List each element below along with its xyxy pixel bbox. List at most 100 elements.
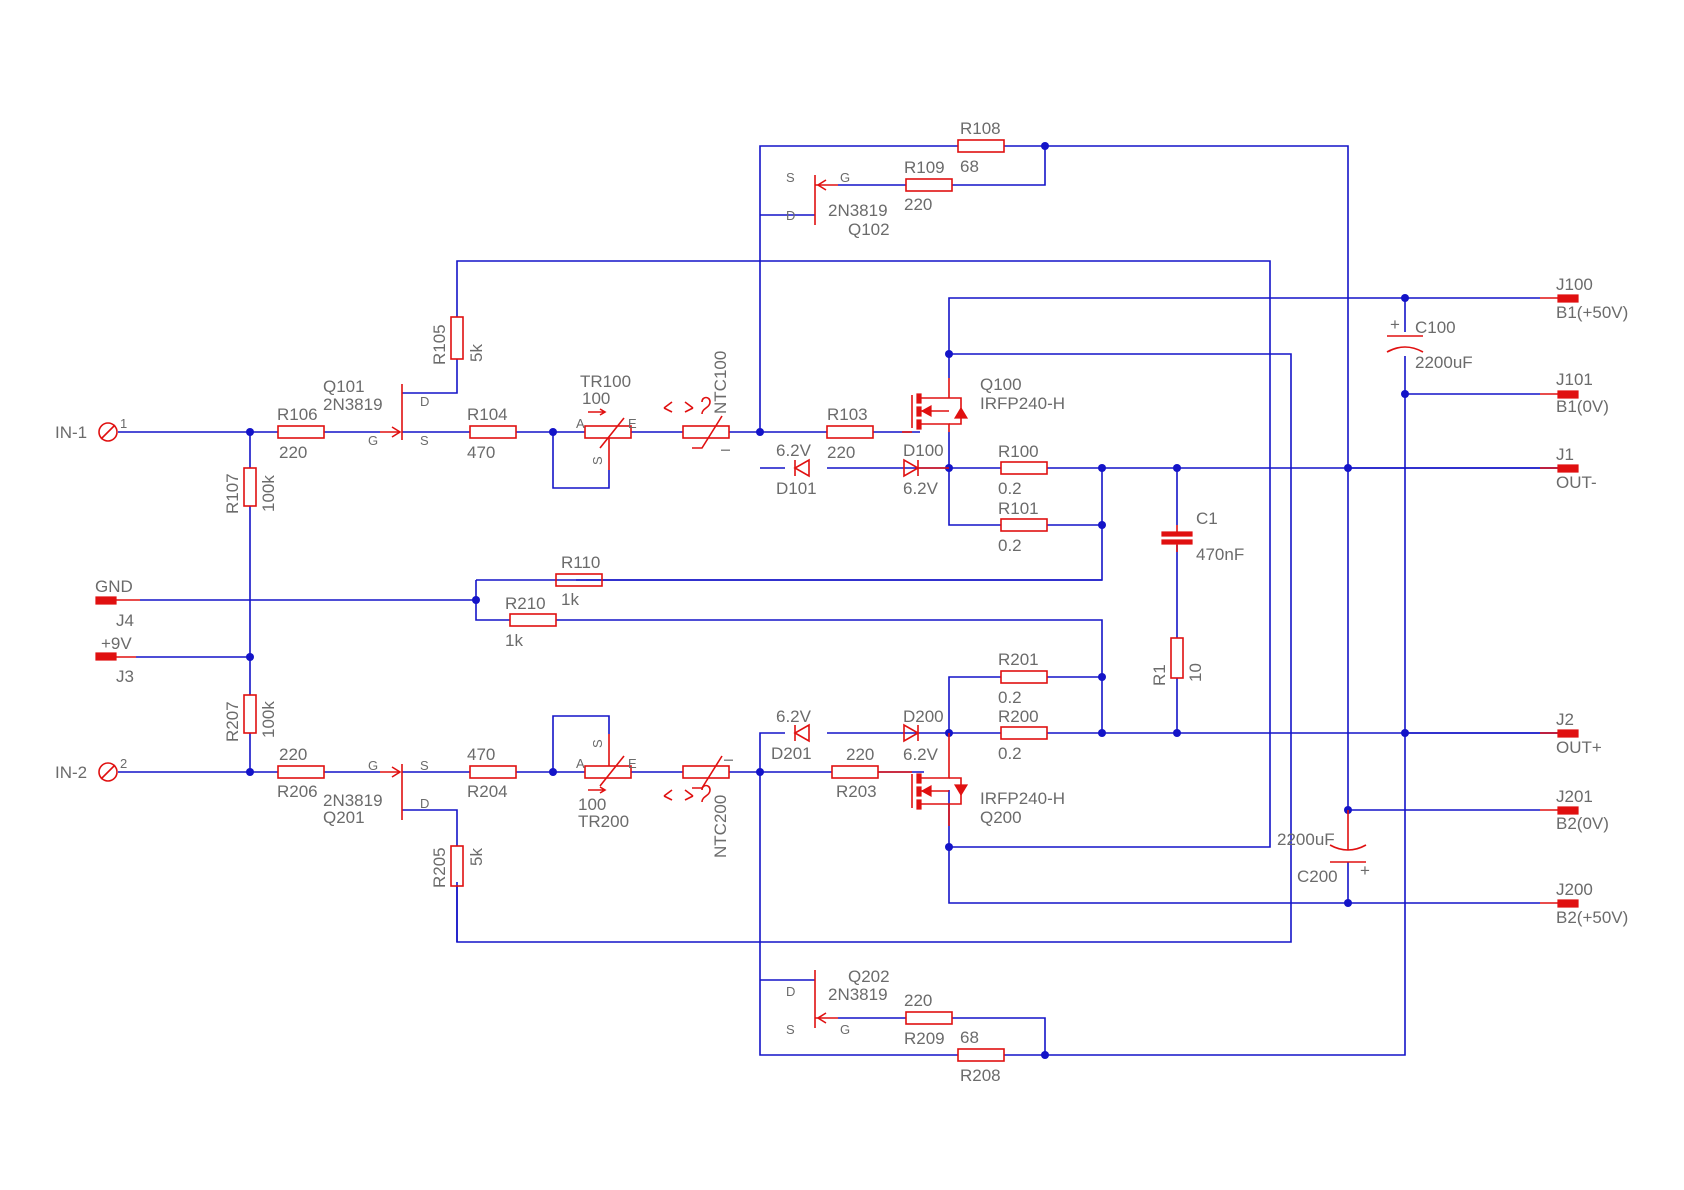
resistor-r207: R207 100k [223, 694, 278, 742]
input-terminal-2: IN-2 2 [55, 756, 127, 782]
j200-value: B2(+50V) [1556, 908, 1628, 927]
gnd-value: GND [95, 577, 133, 596]
q102-value: 2N3819 [828, 201, 888, 220]
v9-value: +9V [101, 634, 132, 653]
in2-label: IN-2 [55, 763, 87, 782]
r204-ref: R204 [467, 782, 508, 801]
q100-ref: Q100 [980, 375, 1022, 394]
r103-value: 220 [827, 443, 855, 462]
q101-g: G [368, 433, 378, 448]
j1-value: OUT- [1556, 473, 1597, 492]
resistor-r109: R109 220 [904, 158, 953, 214]
resistor-r200: R200 0.2 [998, 707, 1048, 763]
tr100-a: A [576, 416, 585, 431]
resistor-r210: R210 1k [505, 594, 557, 650]
r209-value: 220 [904, 991, 932, 1010]
q201-s: S [420, 758, 429, 773]
ntc100-pin-mark: I [718, 448, 733, 452]
resistor-r203: 220 R203 [831, 745, 879, 801]
j1-ref: J1 [1556, 445, 1574, 464]
r204-value: 470 [467, 745, 495, 764]
d201-value: 6.2V [776, 707, 812, 726]
c100-ref: C100 [1415, 318, 1456, 337]
r200-value: 0.2 [998, 744, 1022, 763]
d200-value: 6.2V [903, 745, 939, 764]
q202-ref: Q202 [848, 967, 890, 986]
d100-ref: D100 [903, 441, 944, 460]
q101-d: D [420, 394, 429, 409]
tr200-a: A [576, 756, 585, 771]
r203-value: 220 [846, 745, 874, 764]
q202-d: D [786, 984, 795, 999]
r106-ref: R106 [277, 405, 318, 424]
ntc200-pin-mark: I [721, 758, 736, 762]
r1-value: 10 [1186, 663, 1205, 682]
gnd-ref: J4 [116, 611, 134, 630]
connector-j200: J200 B2(+50V) [1540, 880, 1628, 927]
r100-ref: R100 [998, 442, 1039, 461]
j2-value: OUT+ [1556, 738, 1602, 757]
r105-ref: R105 [430, 324, 449, 365]
r107-ref: R107 [223, 473, 242, 514]
diode-d100: D100 6.2V [903, 441, 949, 498]
resistor-r209: 220 R209 [904, 991, 953, 1048]
jfet-q101: Q101 2N3819 G S D [323, 377, 429, 448]
q202-value: 2N3819 [828, 985, 888, 1004]
q102-g: G [840, 170, 850, 185]
resistor-r100: R100 0.2 [998, 442, 1048, 498]
q200-ref: Q200 [980, 808, 1022, 827]
jfet-q102: 2N3819 Q102 G S D [786, 170, 890, 239]
j101-ref: J101 [1556, 370, 1593, 389]
q100-value: IRFP240-H [980, 394, 1065, 413]
trimmer-tr200: 100 TR200 A E S [576, 734, 637, 831]
j100-ref: J100 [1556, 275, 1593, 294]
q201-value: 2N3819 [323, 791, 383, 810]
input-terminal-1: IN-1 1 [55, 416, 127, 442]
connector-j2: J2 OUT+ [1540, 710, 1602, 757]
tr100-e: E [628, 416, 637, 431]
j201-ref: J201 [1556, 787, 1593, 806]
diode-d200: D200 6.2V [903, 707, 944, 764]
q101-value: 2N3819 [323, 395, 383, 414]
jfet-q202: Q202 2N3819 G S D [786, 967, 890, 1037]
q102-s: S [786, 170, 795, 185]
q200-value: IRFP240-H [980, 789, 1065, 808]
tr100-value: 100 [582, 389, 610, 408]
r101-ref: R101 [998, 499, 1039, 518]
j201-value: B2(0V) [1556, 814, 1609, 833]
jfet-q201: 2N3819 Q201 G S D [323, 758, 429, 827]
ntc-ntc100: NTC100 I [663, 351, 733, 452]
r210-ref: R210 [505, 594, 546, 613]
r203-ref: R203 [836, 782, 877, 801]
resistor-r105: R105 5k [430, 316, 486, 365]
r104-ref: R104 [467, 405, 508, 424]
j100-value: B1(+50V) [1556, 303, 1628, 322]
q102-ref: Q102 [848, 220, 890, 239]
r209-ref: R209 [904, 1029, 945, 1048]
mosfet-q100: Q100 IRFP240-H [902, 375, 1065, 433]
q102-d: D [786, 208, 795, 223]
tr200-s: S [590, 739, 605, 748]
connector-j100: J100 B1(+50V) [1540, 275, 1628, 322]
r106-value: 220 [279, 443, 307, 462]
q101-ref: Q101 [323, 377, 365, 396]
wires [118, 145, 1570, 1056]
resistor-r106: R106 220 [277, 405, 325, 462]
tr100-ref: TR100 [580, 372, 631, 391]
d100-value: 6.2V [903, 479, 939, 498]
connector-9v: +9V J3 [95, 634, 136, 686]
tr100-s: S [590, 456, 605, 465]
q201-ref: Q201 [323, 808, 365, 827]
q201-g: G [368, 758, 378, 773]
q202-s: S [786, 1022, 795, 1037]
r100-value: 0.2 [998, 479, 1022, 498]
ntc100-ref: NTC100 [711, 351, 730, 414]
c200-plus: + [1360, 861, 1370, 880]
ntc200-ref: NTC200 [711, 795, 730, 858]
c200-value: 2200uF [1277, 830, 1335, 849]
r108-value: 68 [960, 157, 979, 176]
r201-ref: R201 [998, 650, 1039, 669]
r200-ref: R200 [998, 707, 1039, 726]
capacitor-c1: C1 470nF [1161, 509, 1244, 564]
c200-ref: C200 [1297, 867, 1338, 886]
